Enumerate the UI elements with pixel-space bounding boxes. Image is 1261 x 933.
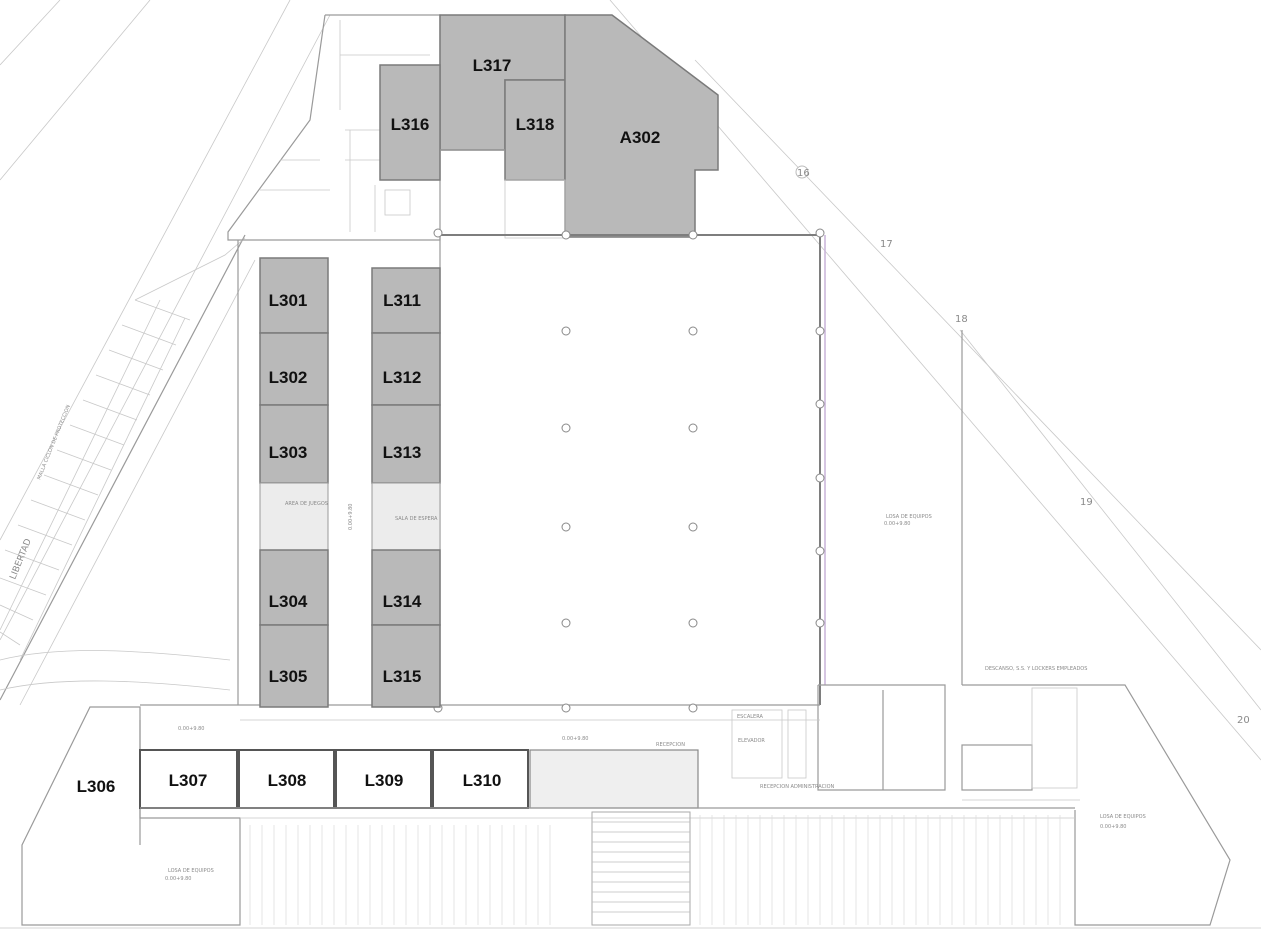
unit-l315[interactable] — [371, 624, 441, 708]
label-l306: L306 — [77, 777, 116, 796]
unit-l314[interactable] — [371, 549, 441, 626]
unit-l303[interactable] — [259, 404, 329, 484]
recepcion-admin-label: RECEPCION ADMINISTRACION — [760, 784, 835, 790]
unit-l316[interactable] — [379, 64, 441, 181]
column-markers — [433, 228, 825, 713]
grid-18: 18 — [955, 314, 968, 325]
recepcion-level: 0.00+9.80 — [562, 736, 588, 742]
losa-left-level: 0.00+9.80 — [165, 876, 191, 882]
area-juegos — [259, 482, 329, 551]
descanso-label: DESCANSO, S.S. Y LOCKERS EMPLEADOS — [985, 666, 1087, 672]
label-l318: L318 — [516, 115, 555, 134]
sala-espera-label: SALA DE ESPERA — [395, 516, 438, 522]
losa-right-label: LOSA DE EQUIPOS — [1100, 814, 1146, 820]
level-left: 0.00+9.80 — [178, 726, 204, 732]
label-a302: A302 — [620, 128, 661, 147]
label-l310: L310 — [463, 771, 502, 790]
label-l308: L308 — [268, 771, 307, 790]
label-l314: L314 — [383, 592, 422, 611]
bottom-hatch — [249, 815, 1061, 925]
area-juegos-label: AREA DE JUEGOS — [285, 501, 328, 507]
grid-16: 16 — [797, 168, 810, 179]
elevador-label: ELEVADOR — [738, 738, 765, 744]
label-l301: L301 — [269, 291, 308, 310]
label-l304: L304 — [269, 592, 308, 611]
label-l305: L305 — [269, 667, 308, 686]
unit-l305[interactable] — [259, 624, 329, 708]
recepcion-label: RECEPCION — [656, 742, 685, 748]
label-l317: L317 — [473, 56, 512, 75]
unit-l301[interactable] — [259, 257, 329, 334]
losa-right-level: 0.00+9.80 — [1100, 824, 1126, 830]
unit-l310[interactable] — [432, 749, 529, 809]
recepcion — [529, 749, 699, 809]
stairs-main — [592, 821, 690, 913]
label-l311: L311 — [383, 291, 421, 310]
label-l312: L312 — [383, 368, 422, 387]
grid-20: 20 — [1237, 715, 1250, 726]
unit-l308[interactable] — [238, 749, 335, 809]
label-l303: L303 — [269, 443, 308, 462]
losa-left-label: LOSA DE EQUIPOS — [168, 868, 214, 874]
unit-l304[interactable] — [259, 549, 329, 626]
label-l313: L313 — [383, 443, 422, 462]
unit-l309[interactable] — [335, 749, 432, 809]
grid-17: 17 — [880, 239, 893, 250]
label-l315: L315 — [383, 667, 422, 686]
unit-l311[interactable] — [371, 267, 441, 334]
level-mid: 0.00+9.80 — [348, 504, 354, 530]
unit-l302[interactable] — [259, 332, 329, 406]
losa-equipos-center: LOSA DE EQUIPOS — [886, 514, 932, 520]
losa-equipos-center-level: 0.00+9.80 — [884, 521, 910, 527]
unit-a302[interactable] — [564, 14, 719, 238]
escalera-label: ESCALERA — [737, 714, 763, 720]
label-l307: L307 — [169, 771, 208, 790]
label-l316: L316 — [391, 115, 430, 134]
unit-l306[interactable] — [21, 706, 241, 926]
unit-l313[interactable] — [371, 404, 441, 484]
sala-espera — [371, 482, 441, 551]
grid-19: 19 — [1080, 497, 1093, 508]
label-l302: L302 — [269, 368, 308, 387]
label-l309: L309 — [365, 771, 404, 790]
malla-label: MALLA CICLON DE PROTECCION — [36, 404, 72, 481]
